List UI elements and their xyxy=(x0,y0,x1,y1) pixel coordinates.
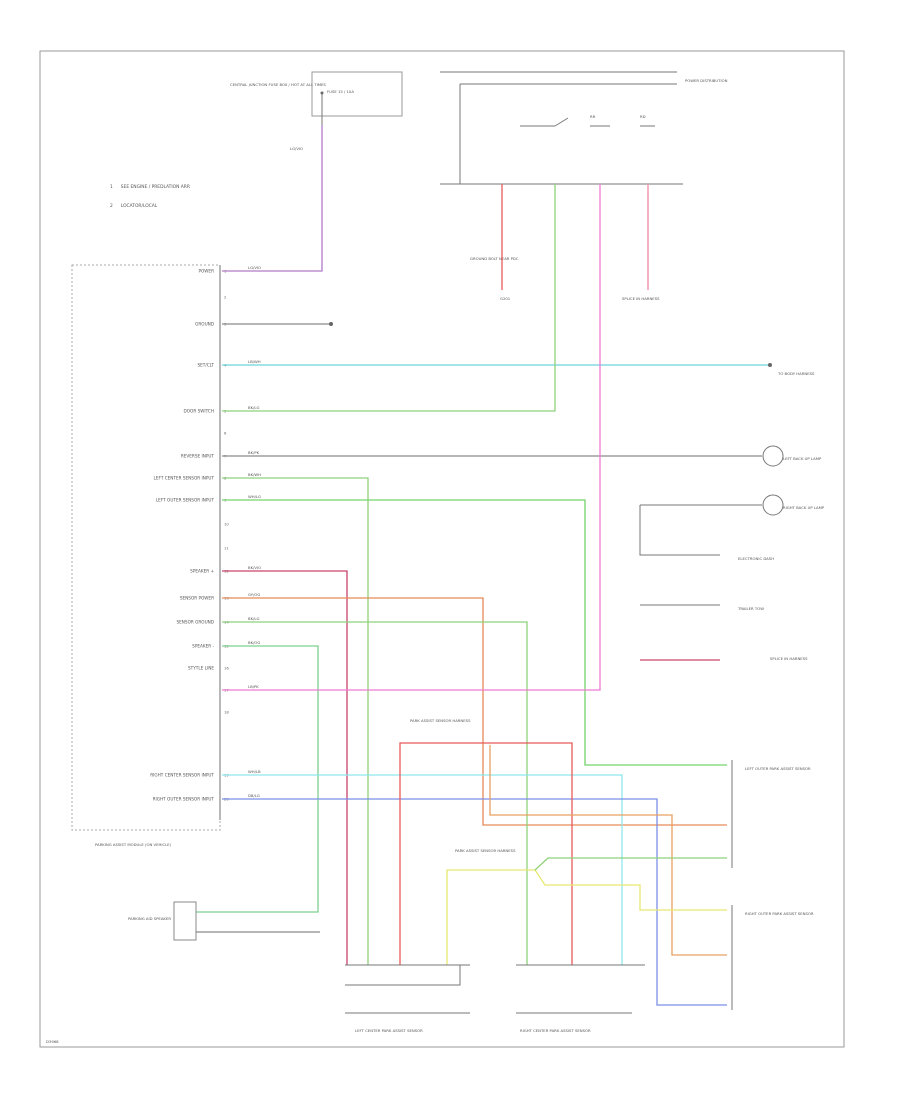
pin-label: RIGHT CENTER SENSOR INPUT xyxy=(150,773,214,778)
lc-sensor-label: LEFT CENTER PARK ASSIST SENSOR xyxy=(355,1028,423,1033)
wl-rev: BK/PK xyxy=(248,450,260,455)
wl-spkp: BK/VIO xyxy=(248,565,261,570)
lo-sensor-label: LEFT OUTER PARK ASSIST SENSOR xyxy=(745,766,811,771)
ro-sensor-label: RIGHT OUTER PARK ASSIST SENSOR xyxy=(745,911,814,916)
fuse-label: FUSE 15 / 10A xyxy=(327,89,354,94)
park-harness-label-2: PARK ASSIST SENSOR HARNESS xyxy=(455,848,516,853)
pin-number: 2 xyxy=(224,295,227,300)
wl-door: BK/LG xyxy=(248,405,259,410)
module-outline xyxy=(71,264,221,831)
pin-number: 6 xyxy=(224,431,227,436)
wl-power: LG/VIO xyxy=(248,265,261,270)
pin-label: SENSOR POWER xyxy=(180,596,214,601)
pin-number: 11 xyxy=(224,546,229,551)
wire-group xyxy=(196,125,784,1006)
wire-label-power: LG/VIO xyxy=(290,146,303,151)
speaker-label: PARKING AID SPEAKER xyxy=(128,916,171,921)
wl-spkm: BK/OG xyxy=(248,640,260,645)
module-name: PARKING ASSIST MODULE (ON VEHICLE) xyxy=(95,842,172,847)
pin-label: SPEAKER + xyxy=(190,569,214,574)
pin-label: SENSOR GROUND xyxy=(176,620,214,625)
wl-lc: BK/WH xyxy=(248,472,261,477)
copyright-label: D3968 xyxy=(46,1039,59,1044)
splice-right-top: SPLICE IN HARNESS xyxy=(622,296,660,301)
diagram-frame xyxy=(39,50,845,1048)
pin-label: STYTLE LINE xyxy=(188,666,214,671)
splice-label: SPLICE IN HARNESS xyxy=(770,656,808,661)
park-harness-label-1: PARK ASSIST SENSOR HARNESS xyxy=(410,718,471,723)
fuse-box-label: CENTRAL JUNCTION FUSE BOX / HOT AT ALL T… xyxy=(230,82,326,87)
wl-sty: LB/PK xyxy=(248,684,259,689)
wl-sgnd: BK/LG xyxy=(248,616,259,621)
wl-ro: DB/LG xyxy=(248,793,260,798)
wl-spow: GY/OG xyxy=(248,592,260,597)
left-reverse-label: LEFT BACK UP LAMP xyxy=(783,456,822,461)
rc-sensor-label: RIGHT CENTER PARK ASSIST SENSOR xyxy=(520,1028,591,1033)
fuse-box xyxy=(311,71,403,117)
speaker-icon xyxy=(173,901,197,941)
pin-label: SPEAKER - xyxy=(192,644,214,649)
pin-label: LEFT OUTER SENSOR INPUT xyxy=(156,498,215,503)
pin-label: LEFT CENTER SENSOR INPUT xyxy=(154,476,215,481)
g-label: G201 xyxy=(500,296,511,301)
electronic-dash-label: ELECTRONIC DASH xyxy=(738,556,774,561)
right-reverse-label: RIGHT BACK UP LAMP xyxy=(783,505,825,510)
power-dist-label: POWER DISTRIBUTION xyxy=(685,78,728,83)
svg-text:RD: RD xyxy=(640,114,646,119)
pin-number: 18 xyxy=(224,710,229,715)
pin-label: DOOR SWITCH xyxy=(184,409,214,414)
wl-lo: WH/LG xyxy=(248,494,261,499)
pin-label: SET/CLT xyxy=(197,363,214,368)
svg-text:RR: RR xyxy=(590,114,596,119)
trailer-tow-label: TRAILER TOW xyxy=(737,606,764,611)
wl-set: LB/WH xyxy=(248,359,261,364)
pin-label: REVERSE INPUT xyxy=(181,454,215,459)
pin-label: POWER xyxy=(198,269,214,274)
pin-number: 16 xyxy=(224,666,229,671)
pin-label: GROUND xyxy=(195,322,214,327)
rear-conn-label: TO BODY HARNESS xyxy=(777,371,815,376)
pin-number: 10 xyxy=(224,522,229,527)
pin-label: RIGHT OUTER SENSOR INPUT xyxy=(153,797,215,802)
wl-rc: WH/LB xyxy=(248,769,261,774)
ground-label: GROUND BOLT NEAR PDC xyxy=(470,256,519,261)
